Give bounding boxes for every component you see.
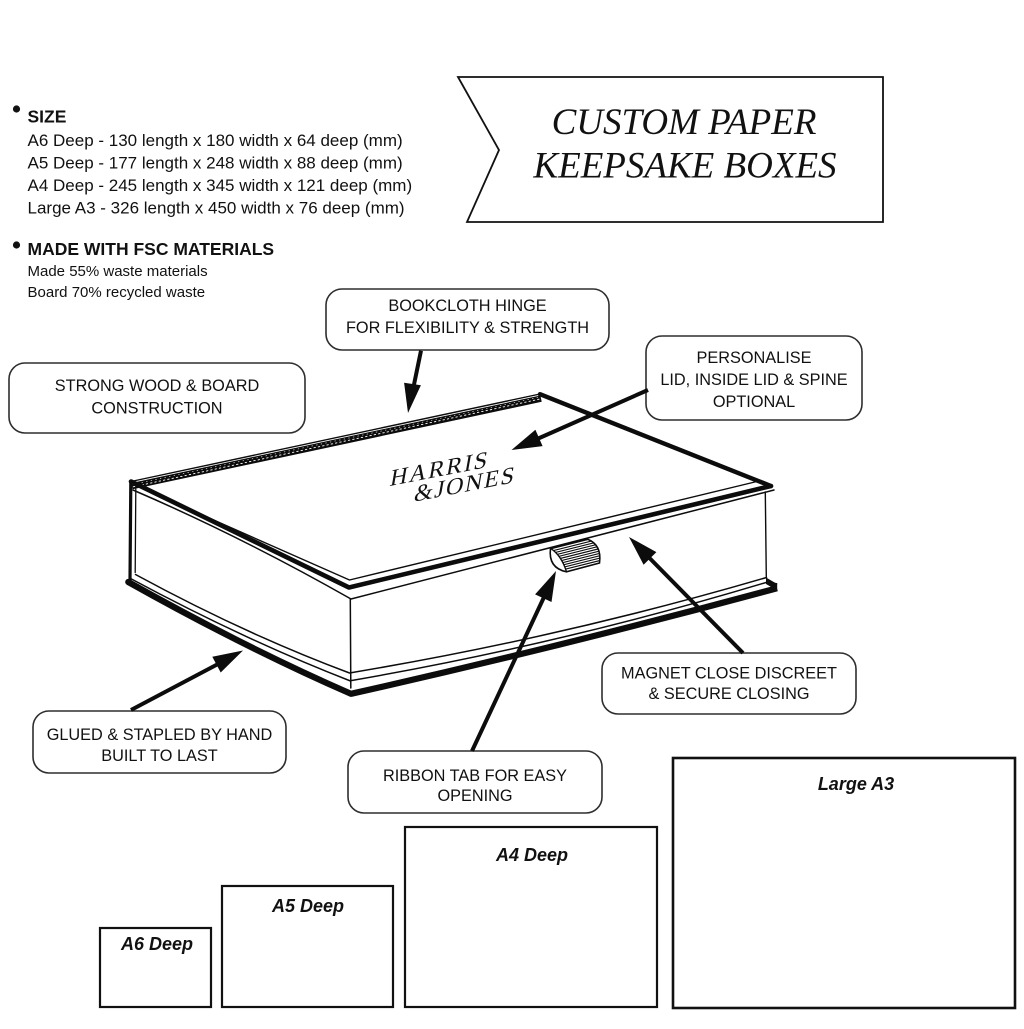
svg-text:STRONG WOOD & BOARD: STRONG WOOD & BOARD xyxy=(55,377,259,395)
svg-text:OPTIONAL: OPTIONAL xyxy=(713,393,795,411)
svg-text:CONSTRUCTION: CONSTRUCTION xyxy=(91,400,222,418)
svg-text:A6 Deep - 130 length x 180 wid: A6 Deep - 130 length x 180 width x 64 de… xyxy=(28,131,403,150)
svg-text:GLUED & STAPLED BY HAND: GLUED & STAPLED BY HAND xyxy=(47,726,273,744)
svg-text:BOOKCLOTH HINGE: BOOKCLOTH HINGE xyxy=(388,297,546,315)
svg-text:A5 Deep - 177 length x 248 wid: A5 Deep - 177 length x 248 width x 88 de… xyxy=(28,154,403,173)
svg-text:A5 Deep: A5 Deep xyxy=(271,896,344,916)
svg-text:PERSONALISE: PERSONALISE xyxy=(697,349,812,367)
svg-text:Board 70% recycled waste: Board 70% recycled waste xyxy=(28,284,206,301)
svg-text:& SECURE CLOSING: & SECURE CLOSING xyxy=(648,685,809,703)
svg-text:Large A3: Large A3 xyxy=(818,774,894,794)
svg-text:MAGNET CLOSE DISCREET: MAGNET CLOSE DISCREET xyxy=(621,665,837,683)
svg-text:A4 Deep - 245 length x 345 wid: A4 Deep - 245 length x 345 width x 121 d… xyxy=(28,176,413,195)
svg-text:SIZE: SIZE xyxy=(28,107,67,127)
svg-text:A4 Deep: A4 Deep xyxy=(495,845,568,865)
svg-text:OPENING: OPENING xyxy=(437,787,512,805)
svg-text:A6 Deep: A6 Deep xyxy=(120,934,193,954)
svg-text:RIBBON TAB FOR EASY: RIBBON TAB FOR EASY xyxy=(383,767,567,785)
svg-text:BUILT TO LAST: BUILT TO LAST xyxy=(101,747,217,765)
svg-text:MADE WITH FSC MATERIALS: MADE WITH FSC MATERIALS xyxy=(28,239,275,259)
svg-text:KEEPSAKE BOXES: KEEPSAKE BOXES xyxy=(532,146,836,187)
svg-text:LID, INSIDE LID & SPINE: LID, INSIDE LID & SPINE xyxy=(660,371,847,389)
svg-text:Made 55% waste materials: Made 55% waste materials xyxy=(28,263,208,280)
svg-text:CUSTOM PAPER: CUSTOM PAPER xyxy=(552,102,817,143)
svg-text:Large A3 - 326 length x 450 wi: Large A3 - 326 length x 450 width x 76 d… xyxy=(28,199,405,218)
svg-text:FOR FLEXIBILITY & STRENGTH: FOR FLEXIBILITY & STRENGTH xyxy=(346,319,589,337)
